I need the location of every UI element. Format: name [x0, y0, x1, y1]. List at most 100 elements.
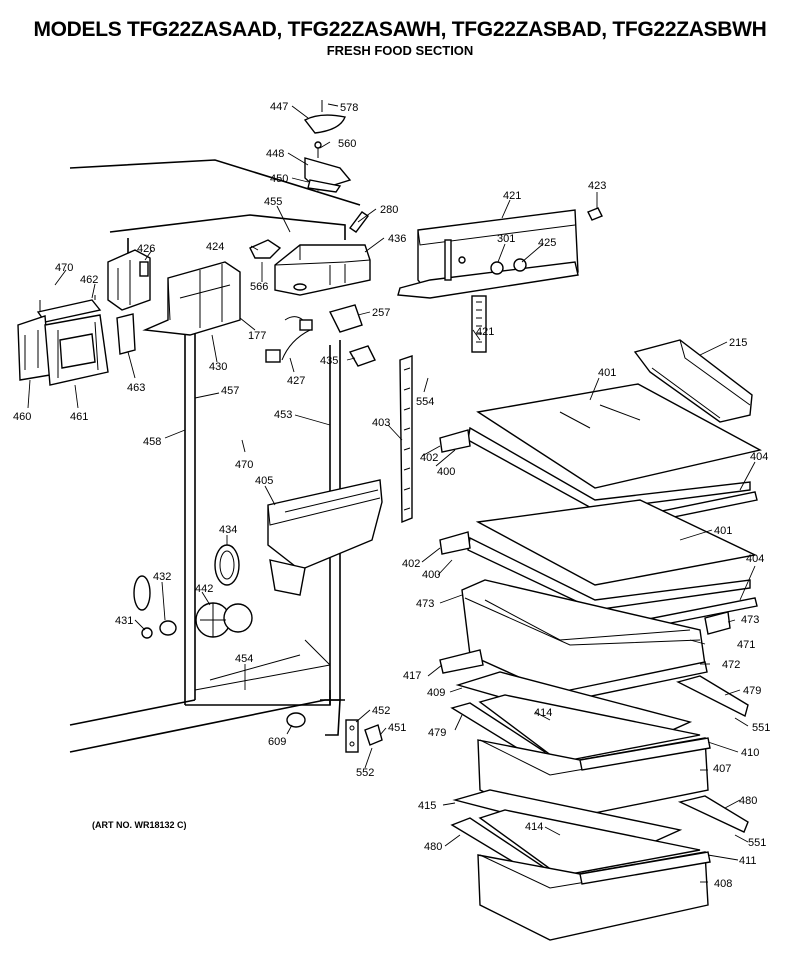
label-414-lower: 414 [525, 821, 543, 833]
hinge-plate-452 [345, 719, 359, 753]
label-425: 425 [538, 237, 556, 249]
label-434: 434 [219, 524, 237, 536]
label-448: 448 [266, 148, 284, 160]
pan-405 [267, 479, 383, 596]
label-403: 403 [372, 417, 390, 429]
light-housing-436 [274, 244, 371, 296]
label-421-scale: 421 [476, 326, 494, 338]
label-417: 417 [403, 670, 421, 682]
label-450: 450 [270, 173, 288, 185]
label-480-left: 480 [424, 841, 442, 853]
damper-housing-426 [107, 249, 151, 311]
fan-housing-461 [44, 314, 109, 386]
shelf-215 [633, 339, 753, 423]
label-442: 442 [195, 583, 213, 595]
label-609: 609 [268, 736, 286, 748]
label-177: 177 [248, 330, 266, 342]
label-473-right: 473 [741, 614, 759, 626]
label-551-lower: 551 [748, 837, 766, 849]
label-414-upper: 414 [534, 707, 552, 719]
label-457: 457 [221, 385, 239, 397]
label-401-upper: 401 [598, 367, 616, 379]
label-479-left: 479 [428, 727, 446, 739]
label-566: 566 [250, 281, 268, 293]
label-462: 462 [80, 274, 98, 286]
slide-473 [704, 611, 731, 635]
light-bulb-432 [133, 575, 177, 639]
clip-463 [116, 313, 136, 355]
crisper-frame-414-upper [478, 694, 701, 763]
label-473-left: 473 [416, 598, 434, 610]
shelf-ladder-403 [399, 355, 413, 524]
crisper-frame-414-lower [478, 809, 701, 877]
label-451: 451 [388, 722, 406, 734]
control-panel-421 [397, 209, 579, 299]
label-401-lower: 401 [714, 525, 732, 537]
leader-lines [27, 103, 756, 883]
thermostat-424 [249, 239, 282, 259]
part-labels: 447 578 560 448 450 455 280 421 423 424 … [13, 101, 770, 890]
glass-shelf-401-lower [475, 499, 758, 586]
roller-609 [286, 712, 306, 728]
label-479-right: 479 [743, 685, 761, 697]
art-number: (ART NO. WR18132 C) [92, 820, 187, 830]
label-454: 454 [235, 653, 253, 665]
label-435: 435 [320, 355, 338, 367]
label-432: 432 [153, 571, 171, 583]
label-552: 552 [356, 767, 374, 779]
label-409: 409 [427, 687, 445, 699]
label-447: 447 [270, 101, 288, 113]
label-578: 578 [340, 102, 358, 114]
label-400-lower: 400 [422, 569, 440, 581]
label-400-upper: 400 [437, 466, 455, 478]
label-471: 471 [737, 639, 755, 651]
diagram-title: MODELS TFG22ZASAAD, TFG22ZASAWH, TFG22ZA… [33, 18, 767, 41]
label-423: 423 [588, 180, 606, 192]
lamp-socket-435 [348, 345, 376, 367]
label-404-lower: 404 [746, 553, 764, 565]
label-426: 426 [137, 243, 155, 255]
label-470-top: 470 [55, 262, 73, 274]
label-415: 415 [418, 800, 436, 812]
knob-423 [587, 207, 603, 221]
rail-479 [450, 675, 749, 763]
label-411: 411 [739, 855, 757, 867]
label-436: 436 [388, 233, 406, 245]
label-458: 458 [143, 436, 161, 448]
label-470-mid: 470 [235, 459, 253, 471]
label-257: 257 [372, 307, 390, 319]
light-bulb-434 [214, 544, 240, 586]
control-housing-430 [142, 261, 241, 336]
diagram-subtitle: FRESH FOOD SECTION [326, 43, 474, 58]
shelf-frame-400-lower [439, 531, 751, 611]
bracket-417 [439, 649, 484, 674]
label-480-right: 480 [739, 795, 757, 807]
glass-shelf-401-upper [476, 383, 762, 489]
label-404-upper: 404 [750, 451, 768, 463]
fan-motor-442 [195, 602, 253, 638]
label-410: 410 [741, 747, 759, 759]
label-427: 427 [287, 375, 305, 387]
label-452: 452 [372, 705, 390, 717]
hinge-448 [304, 141, 352, 193]
wiring-harness-427 [265, 316, 313, 363]
label-455: 455 [264, 196, 282, 208]
crisper-drawer-408 [477, 851, 711, 941]
label-472: 472 [722, 659, 740, 671]
label-421-panel: 421 [503, 190, 521, 202]
label-402-upper: 402 [420, 452, 438, 464]
crisper-pan-471 [461, 579, 708, 701]
label-301: 301 [497, 233, 515, 245]
label-402-lower: 402 [402, 558, 420, 570]
label-463: 463 [127, 382, 145, 394]
label-424: 424 [206, 241, 224, 253]
temperature-scale-421 [471, 295, 487, 353]
top-hinge-cover-447 [303, 100, 346, 134]
label-551-upper: 551 [752, 722, 770, 734]
label-453: 453 [274, 409, 292, 421]
label-407: 407 [713, 763, 731, 775]
label-405: 405 [255, 475, 273, 487]
label-431: 431 [115, 615, 133, 627]
label-560: 560 [338, 138, 356, 150]
